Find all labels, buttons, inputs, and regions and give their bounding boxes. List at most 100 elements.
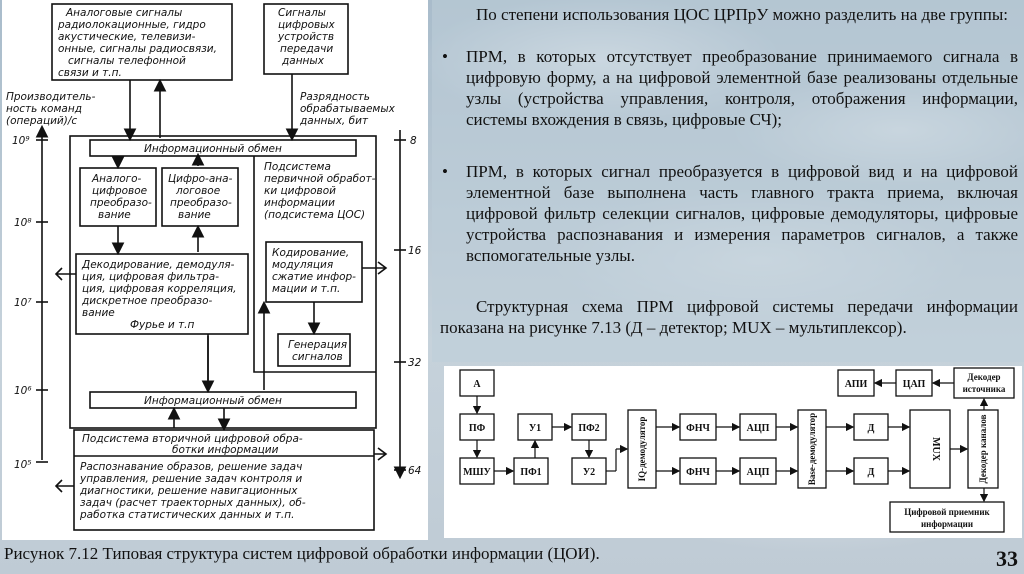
svg-text:Производитель-: Производитель- <box>6 91 96 103</box>
svg-text:связи и т.п.: связи и т.п. <box>58 67 122 79</box>
block-u1 <box>517 413 553 441</box>
svg-text:логовое: логовое <box>175 185 220 197</box>
adc-line-4: вание <box>98 209 131 221</box>
svg-text:вание: вание <box>82 307 115 319</box>
digital-line-5: данных <box>281 55 325 67</box>
info-exchange-bottom-box <box>89 391 357 409</box>
right-axis-label-3: данных, бит <box>299 115 369 127</box>
label-a: А <box>473 379 481 390</box>
label-fnch-bottom: ФНЧ <box>686 467 710 478</box>
dac-line-1: Цифро-ана- <box>168 173 233 185</box>
svg-text:радиолокационные, гидро: радиолокационные, гидро <box>57 19 206 31</box>
label-base-demod: Base-демодулятор <box>807 413 817 485</box>
analog-signals-box <box>51 3 233 81</box>
label-fnch-top: ФНЧ <box>686 423 710 434</box>
label-pf1: ПФ1 <box>520 467 541 478</box>
svg-text:акустические, телевизи-: акустические, телевизи- <box>58 31 196 43</box>
decoding-line-6: Фурье и т.п <box>130 319 195 331</box>
svg-text:Декодирование, демодуля-: Декодирование, демодуля- <box>81 259 235 271</box>
signal-gen-line-1: Генерация <box>288 339 347 351</box>
svg-text:первичной обработ-: первичной обработ- <box>264 173 376 185</box>
left-tick-4: 10⁶ <box>14 385 32 397</box>
svg-text:ботки информации: ботки информации <box>172 444 279 456</box>
svg-text:10⁸: 10⁸ <box>14 217 32 229</box>
svg-text:мации и т.п.: мации и т.п. <box>272 283 340 295</box>
intro-paragraph: По степени использования ЦОС ЦРПрУ можно… <box>476 5 1008 24</box>
analog-line-4: онные, сигналы радиосвязи, <box>58 43 217 55</box>
label-d-top: Д <box>868 423 875 434</box>
label-pf: ПФ <box>469 423 486 434</box>
svg-text:Информационный обмен: Информационный обмен <box>144 143 282 155</box>
label-adc-bottom: АЦП <box>747 467 770 478</box>
adc-line-3: преобразо- <box>90 197 152 209</box>
block-pf1 <box>513 457 549 485</box>
svg-text:сигналы телефонной: сигналы телефонной <box>68 55 186 67</box>
svg-text:преобразо-: преобразо- <box>90 197 152 209</box>
bullet-text-2: ПРМ, в которых сигнал преобразуется в ци… <box>466 162 1018 265</box>
label-mux: MUX <box>930 437 941 462</box>
left-tick-2: 10⁸ <box>14 217 32 229</box>
label-u1: У1 <box>529 423 541 434</box>
svg-text:Информационный обмен: Информационный обмен <box>144 395 282 407</box>
block-pf <box>459 413 495 441</box>
svg-text:ция, цифровая корреляция,: ция, цифровая корреляция, <box>82 283 237 295</box>
right-tick-4: 64 <box>408 465 421 477</box>
svg-text:Разрядность: Разрядность <box>300 91 370 103</box>
label-mshu: МШУ <box>463 467 491 478</box>
label-source-decoder-2: источника <box>963 384 1006 394</box>
recognition-line-5: работка статистических данных и т.п. <box>79 509 294 521</box>
block-mux <box>909 409 951 489</box>
block-source-decoder <box>953 367 1015 399</box>
svg-text:информации: информации <box>264 197 335 209</box>
coding-line-3: сжатие инфор- <box>272 271 356 283</box>
label-dac: ЦАП <box>903 379 926 390</box>
svg-text:Генерация: Генерация <box>288 339 347 351</box>
bullet-dot-icon: • <box>442 47 448 66</box>
svg-text:10⁷: 10⁷ <box>14 297 32 309</box>
adc-line-1: Аналого- <box>91 173 142 185</box>
block-receiver <box>889 501 1005 533</box>
label-pf2: ПФ2 <box>578 423 599 434</box>
svg-text:дискретное преобразо-: дискретное преобразо- <box>81 295 213 307</box>
primary-line-5: (подсистема ЦОС) <box>264 209 365 221</box>
svg-text:цифровое: цифровое <box>92 185 147 197</box>
recognition-line-3: диагностики, решение навигационных <box>79 485 298 497</box>
left-axis-label-2: ность команд <box>6 103 82 115</box>
block-fnch-top <box>679 413 717 441</box>
svg-text:10⁵: 10⁵ <box>14 459 32 471</box>
svg-text:64: 64 <box>408 465 421 477</box>
info-exchange-bottom: Информационный обмен <box>144 395 282 407</box>
svg-text:работка статистических данных: работка статистических данных и т.п. <box>79 509 294 521</box>
svg-text:16: 16 <box>408 245 422 257</box>
label-channel-decoder: Декодер каналов <box>978 414 988 483</box>
label-source-decoder-1: Декодер <box>967 372 1000 382</box>
svg-text:устройств: устройств <box>277 31 334 43</box>
right-axis-label-2: обрабатываемых <box>300 103 396 115</box>
label-adc-top: АЦП <box>747 423 770 434</box>
svg-text:8: 8 <box>410 135 417 147</box>
svg-text:Аналоговые сигналы: Аналоговые сигналы <box>65 7 182 19</box>
svg-text:преобразо-: преобразо- <box>170 197 232 209</box>
decoding-line-1: Декодирование, демодуля- <box>81 259 235 271</box>
svg-text:Подсистема вторичной цифровой: Подсистема вторичной цифровой обра- <box>82 433 303 445</box>
svg-text:диагностики, решение навигацио: диагностики, решение навигационных <box>79 485 298 497</box>
analog-line-5: сигналы телефонной <box>68 55 186 67</box>
bullet-item-2: • ПРМ, в которых сигнал преобразуется в … <box>440 161 1018 266</box>
svg-text:передачи: передачи <box>280 43 333 55</box>
figure-7-13: А ПФ МШУ ПФ1 У1 ПФ2 У2 IQ-демодулятор ФН… <box>444 366 1022 538</box>
secondary-line-2: ботки информации <box>172 444 279 456</box>
figure-caption: Рисунок 7.12 Типовая структура систем ци… <box>4 544 600 563</box>
digital-signals-box <box>263 3 349 75</box>
decoding-line-4: дискретное преобразо- <box>81 295 213 307</box>
figure-7-12: Аналоговые сигналы радиолокационные, гид… <box>2 0 428 540</box>
left-tick-5: 10⁵ <box>14 459 32 471</box>
analog-line-3: акустические, телевизи- <box>58 31 196 43</box>
digital-line-3: устройств <box>277 31 334 43</box>
coding-line-2: модуляция <box>272 259 333 271</box>
primary-line-3: ки цифровой <box>264 185 336 197</box>
svg-text:Подсистема: Подсистема <box>264 161 331 173</box>
svg-text:модуляция: модуляция <box>272 259 333 271</box>
label-receiver-2: информации <box>921 519 973 529</box>
svg-text:ность команд: ность команд <box>6 103 82 115</box>
